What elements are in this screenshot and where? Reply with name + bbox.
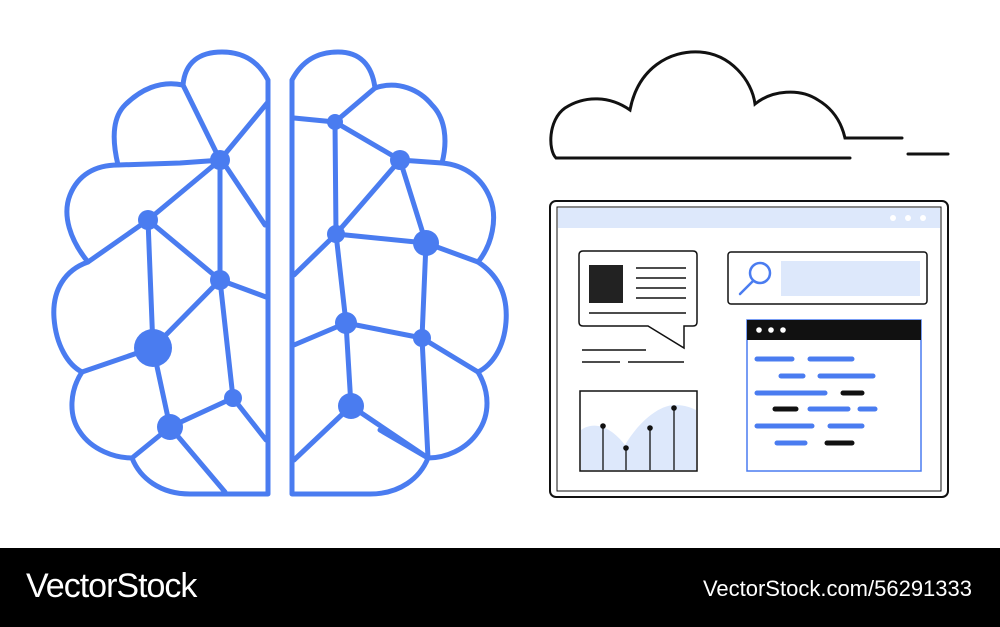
footer-bar: VectorStock VectorStock.com/56291333 [0, 548, 1000, 627]
browser-window-icon [549, 200, 949, 498]
brain-nodes [134, 114, 439, 440]
brain-network-icon [51, 49, 509, 497]
code-panel-icon [746, 319, 922, 472]
chat-bubble-icon [578, 250, 698, 363]
cloud-icon [549, 50, 950, 160]
chart-icon [579, 390, 698, 472]
search-bar [727, 251, 928, 305]
search-icon [738, 261, 772, 296]
right-hemisphere [289, 49, 509, 497]
brand-logo-text: VectorStock [26, 567, 197, 605]
illustration [51, 49, 950, 498]
stock-id-text: VectorStock.com/56291333 [702, 576, 972, 601]
